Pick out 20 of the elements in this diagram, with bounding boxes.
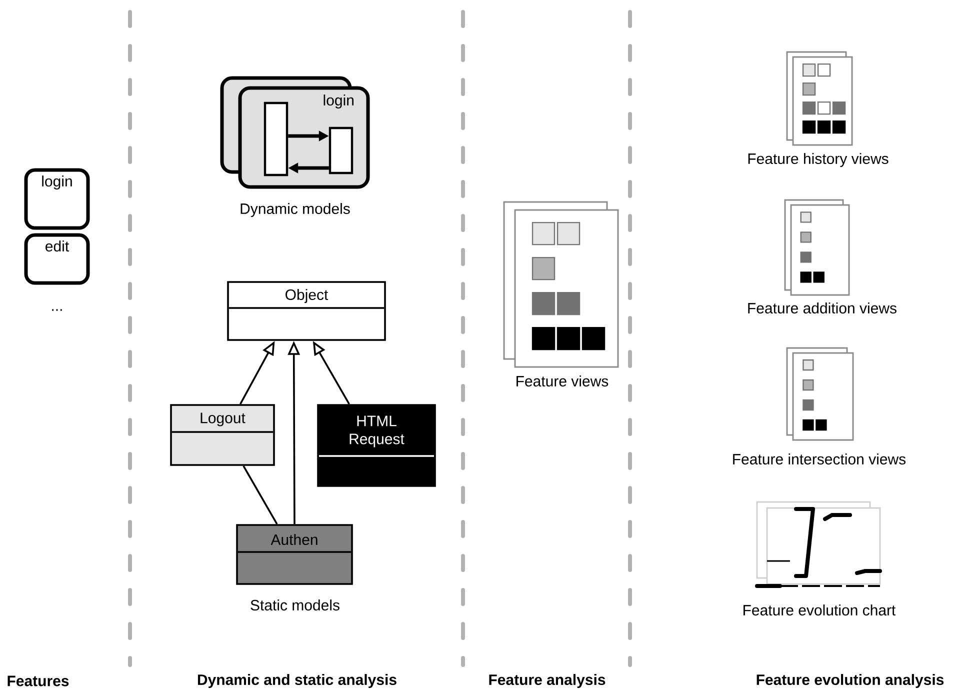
feature-box: login (24, 168, 90, 230)
node-label: Dynamic models (240, 203, 350, 217)
column-heading: Feature evolution analysis (756, 674, 944, 688)
class-box: Object (227, 281, 386, 341)
class-box: Authen (236, 524, 353, 585)
caption: Feature evolution chart (744, 604, 896, 616)
caption: Feature views (516, 376, 608, 386)
column-heading: Dynamic and static analysis (198, 674, 396, 688)
caption: Feature history views (748, 153, 888, 167)
lifeline-box (328, 126, 354, 174)
feature-box: edit (24, 233, 90, 285)
caption: Feature addition views (748, 302, 896, 314)
column-heading: Features (8, 676, 69, 686)
class-box: HTML Request (317, 404, 436, 487)
class-box: Logout (170, 404, 275, 466)
caption: Feature intersection views (733, 454, 906, 464)
caption: Static models (250, 600, 340, 610)
lifeline-box (264, 102, 288, 176)
ellipsis: ... (52, 309, 62, 311)
column-heading: Feature analysis (489, 674, 606, 688)
